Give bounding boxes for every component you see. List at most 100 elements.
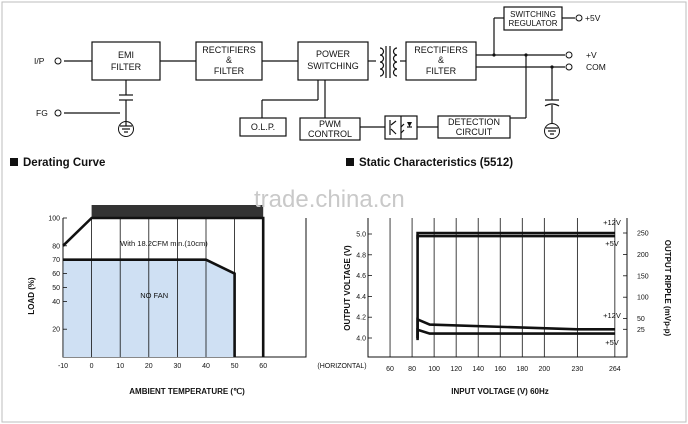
ground-icon xyxy=(544,123,560,139)
output-rectifiers-block: RECTIFIERS & FILTER xyxy=(405,41,477,81)
y-tick-label: 4.4 xyxy=(356,294,366,301)
fan-series-label: With 18.2CFM min.(10cm) xyxy=(120,239,208,248)
series-12v-ripple xyxy=(416,317,615,339)
y2-axis-label: OUTPUT RIPPLE (mVp-p) xyxy=(663,240,672,337)
derating-title: Derating Curve xyxy=(23,157,105,169)
x-tick-label: 60 xyxy=(386,366,394,373)
label-top-12v: +12V xyxy=(603,218,621,227)
series-5v-voltage xyxy=(416,234,615,341)
input-rectifiers-line-3: FILTER xyxy=(214,66,245,76)
x-tick-label: -10 xyxy=(58,363,68,370)
y-tick-label: 4.8 xyxy=(356,252,366,259)
x-tick-label: 40 xyxy=(202,363,210,370)
input-rectifiers-line-1: RECTIFIERS xyxy=(202,45,256,55)
power-switching-line-1: POWER xyxy=(316,49,351,59)
emi-filter-line-1: EMI xyxy=(118,50,134,60)
x-tick-label: 230 xyxy=(572,366,584,373)
block-diagram: EMI FILTER RECTIFIERS & FILTER POWER SWI… xyxy=(34,6,606,141)
x-tick-label: 20 xyxy=(145,363,153,370)
bullet-icon xyxy=(10,158,18,166)
x-tick-label: 0 xyxy=(90,363,94,370)
plusv-label: +V xyxy=(586,50,597,60)
static-characteristics-chart: 60 80 100 120 140 160 180 200 230 264 4.0 4.2 4.4 4.6… xyxy=(343,218,672,396)
power-switching-block: POWER SWITCHING xyxy=(297,41,369,81)
x-tick-label: 140 xyxy=(472,366,484,373)
y-tick-label: 40 xyxy=(52,299,60,306)
y2-tick-label: 200 xyxy=(637,252,649,259)
detection-circuit-block: DETECTION CIRCUIT xyxy=(437,115,511,139)
y-axis-label: LOAD (%) xyxy=(27,277,36,315)
y-tick-label: 4.6 xyxy=(356,273,366,280)
fan-band xyxy=(91,205,264,218)
label-bottom-12v: +12V xyxy=(603,311,621,320)
x-tick-label: 80 xyxy=(408,366,416,373)
olp-block: O.L.P. xyxy=(239,117,287,137)
emi-filter-block: EMI FILTER xyxy=(91,41,161,81)
series-5v-ripple xyxy=(416,327,615,339)
watermark: trade.china.cn xyxy=(254,186,405,213)
chart-frame xyxy=(367,218,628,358)
switching-regulator-line-1: SWITCHING xyxy=(510,10,556,19)
y-tick-label: 20 xyxy=(52,327,60,334)
pwm-control-line-2: CONTROL xyxy=(308,129,352,139)
y2-tick-label: 150 xyxy=(637,273,649,280)
junction-dot xyxy=(524,53,528,57)
y-tick-label: 70 xyxy=(52,257,60,264)
x-tick-label: 120 xyxy=(450,366,462,373)
static-title: Static Characteristics (5512) xyxy=(359,157,513,169)
y-tick-label: 5.0 xyxy=(356,232,366,239)
x-axis-label: INPUT VOLTAGE (V) 60Hz xyxy=(451,387,549,396)
com-label: COM xyxy=(586,62,606,72)
y2-tick-label: 50 xyxy=(637,316,645,323)
fg-label: FG xyxy=(36,108,48,118)
junction-dot xyxy=(492,53,496,57)
output-rectifiers-line-1: RECTIFIERS xyxy=(414,45,468,55)
plus5v-label: +5V xyxy=(585,13,601,23)
switching-regulator-block: SWITCHING REGULATOR xyxy=(503,6,563,31)
y-tick-label: 4.2 xyxy=(356,315,366,322)
pwm-control-block: PWM CONTROL xyxy=(299,117,361,141)
fan-curve-line xyxy=(62,216,265,357)
x-tick-label: 30 xyxy=(174,363,182,370)
plus5v-terminal xyxy=(575,14,583,22)
x-tick-label: 264 xyxy=(609,366,621,373)
output-capacitor xyxy=(544,99,560,107)
y2-tick-label: 25 xyxy=(637,327,645,334)
optocoupler-icon xyxy=(384,115,418,140)
output-rectifiers-line-2: & xyxy=(438,55,444,65)
y-tick-label: 50 xyxy=(52,285,60,292)
x-tick-label: 10 xyxy=(116,363,124,370)
detection-circuit-line-1: DETECTION xyxy=(448,117,500,127)
input-terminal xyxy=(54,57,62,65)
x-tick-label: 100 xyxy=(428,366,440,373)
emi-capacitor xyxy=(119,94,133,101)
detection-circuit-line-2: CIRCUIT xyxy=(456,127,493,137)
y-tick-label: 100 xyxy=(48,216,60,223)
junction-dot xyxy=(550,65,554,69)
com-terminal xyxy=(565,63,573,71)
power-switching-line-2: SWITCHING xyxy=(307,61,359,71)
y-tick-label: 60 xyxy=(52,271,60,278)
label-bottom-5v: +5V xyxy=(605,338,619,347)
no-fan-curve-line xyxy=(63,258,236,357)
x-tick-label: 200 xyxy=(538,366,550,373)
ground-icon xyxy=(118,121,134,137)
x-extra-label: (HORIZONTAL) xyxy=(317,363,366,370)
y-tick-label: 80 xyxy=(52,243,60,250)
y2-tick-label: 100 xyxy=(637,295,649,302)
bullet-icon xyxy=(346,158,354,166)
no-fan-series-label: NO FAN xyxy=(140,291,168,300)
x-tick-label: 60 xyxy=(259,363,267,370)
x-tick-label: 160 xyxy=(494,366,506,373)
label-top-5v: +5V xyxy=(605,239,619,248)
plusv-terminal xyxy=(565,51,573,59)
transformer-icon xyxy=(379,46,398,78)
y-tick-label: 4.0 xyxy=(356,336,366,343)
input-rectifiers-block: RECTIFIERS & FILTER xyxy=(195,41,263,81)
x-tick-label: 180 xyxy=(516,366,528,373)
fg-terminal xyxy=(54,109,62,117)
y-axis-label: OUTPUT VOLTAGE (V) xyxy=(343,245,352,331)
